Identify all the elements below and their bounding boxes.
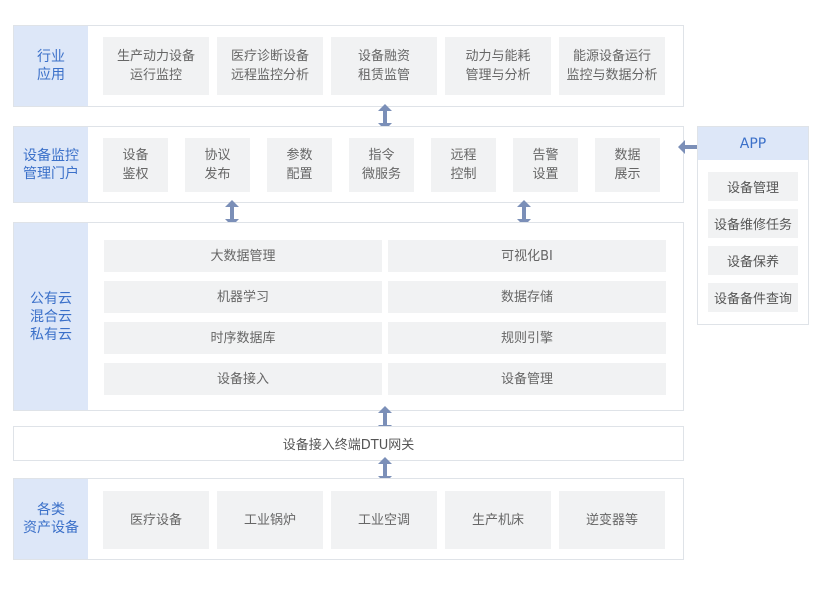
app-title: APP xyxy=(698,127,808,160)
asset-devices-label: 各类 资产设备 xyxy=(14,479,88,559)
portal-item: 数据 展示 xyxy=(595,138,660,192)
cloud-label: 公有云 混合云 私有云 xyxy=(14,223,88,410)
cloud-service-item: 大数据管理 xyxy=(104,240,382,272)
industry-item: 动力与能耗 管理与分析 xyxy=(445,37,551,95)
dtu-gateway-bar: 设备接入终端DTU网关 xyxy=(13,426,684,461)
app-item: 设备维修任务 xyxy=(708,209,798,238)
cloud-service-item: 数据存储 xyxy=(388,281,666,313)
app-item: 设备备件查询 xyxy=(708,283,798,312)
asset-devices-layer: 各类 资产设备 医疗设备 工业锅炉 工业空调 生产机床 逆变器等 xyxy=(13,478,684,560)
asset-item: 工业锅炉 xyxy=(217,491,323,549)
industry-application-layer: 行业 应用 生产动力设备 运行监控 医疗诊断设备 远程监控分析 设备融资 租赁监… xyxy=(13,25,684,107)
portal-item: 协议 发布 xyxy=(185,138,250,192)
industry-item: 医疗诊断设备 远程监控分析 xyxy=(217,37,323,95)
double-arrow-icon xyxy=(378,406,392,432)
cloud-layer: 公有云 混合云 私有云 大数据管理 机器学习 时序数据库 设备接入 可视化BI … xyxy=(13,222,684,411)
industry-item: 生产动力设备 运行监控 xyxy=(103,37,209,95)
asset-item: 生产机床 xyxy=(445,491,551,549)
industry-item: 能源设备运行 监控与数据分析 xyxy=(559,37,665,95)
cloud-service-item: 机器学习 xyxy=(104,281,382,313)
double-arrow-icon xyxy=(378,457,392,483)
monitoring-portal-layer: 设备监控 管理门户 设备 鉴权 协议 发布 参数 配置 指令 微服务 远程 控制… xyxy=(13,126,684,203)
asset-item: 工业空调 xyxy=(331,491,437,549)
cloud-service-item: 时序数据库 xyxy=(104,322,382,354)
app-item: 设备保养 xyxy=(708,246,798,275)
portal-item: 指令 微服务 xyxy=(349,138,414,192)
cloud-service-item: 可视化BI xyxy=(388,240,666,272)
cloud-service-item: 设备接入 xyxy=(104,363,382,395)
portal-item: 远程 控制 xyxy=(431,138,496,192)
app-item: 设备管理 xyxy=(708,172,798,201)
cloud-service-item: 设备管理 xyxy=(388,363,666,395)
double-arrow-icon xyxy=(378,104,392,130)
monitoring-portal-label: 设备监控 管理门户 xyxy=(14,127,88,202)
portal-item: 设备 鉴权 xyxy=(103,138,168,192)
app-panel: APP 设备管理 设备维修任务 设备保养 设备备件查询 xyxy=(697,126,809,325)
double-arrow-icon xyxy=(225,200,239,226)
portal-item: 告警 设置 xyxy=(513,138,578,192)
asset-item: 医疗设备 xyxy=(103,491,209,549)
industry-application-label: 行业 应用 xyxy=(14,26,88,106)
double-arrow-icon xyxy=(517,200,531,226)
asset-item: 逆变器等 xyxy=(559,491,665,549)
portal-item: 参数 配置 xyxy=(267,138,332,192)
cloud-service-item: 规则引擎 xyxy=(388,322,666,354)
industry-item: 设备融资 租赁监管 xyxy=(331,37,437,95)
